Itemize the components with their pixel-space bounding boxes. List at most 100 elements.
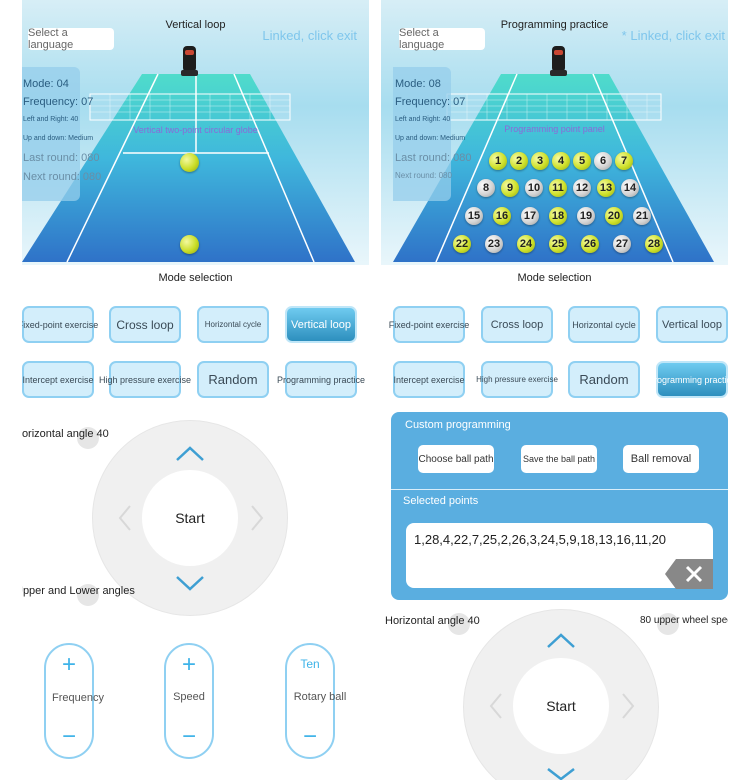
point-13-button[interactable]: 13 (597, 179, 615, 197)
wheel-speed-knob[interactable] (657, 613, 679, 635)
select-language-button[interactable]: Select a language (399, 27, 485, 51)
mode-random-button[interactable]: Random (568, 361, 640, 398)
court-view: Select a language Programming practice *… (381, 0, 728, 265)
custom-programming-panel: Custom programming Choose ball path Save… (391, 412, 728, 600)
mode-intercept-button[interactable]: Intercept exercise (393, 361, 465, 398)
up-down-readout: Up and down: Medium (395, 135, 466, 142)
mode-fixed-point-button[interactable]: Fixed-point exercise (22, 306, 98, 343)
point-14-button[interactable]: 14 (621, 179, 639, 197)
mode-high-pressure-button[interactable]: High pressure exercise (476, 361, 558, 398)
down-arrow-icon[interactable] (546, 766, 576, 780)
point-4-button[interactable]: 4 (552, 152, 570, 170)
point-18-button[interactable]: 18 (549, 207, 567, 225)
horizontal-angle-label: Horizontal angle 40 (385, 615, 480, 627)
horizontal-angle-knob[interactable] (77, 427, 99, 449)
court-mode-label: Vertical two-point circular globe (133, 125, 258, 135)
point-24-button[interactable]: 24 (517, 235, 535, 253)
start-button[interactable]: Start (142, 470, 238, 566)
point-25-button[interactable]: 25 (549, 235, 567, 253)
frequency-decrease-button[interactable]: − (61, 723, 76, 750)
mode-vertical-loop-button[interactable]: Vertical loop (656, 306, 728, 343)
mode-horizontal-cycle-button[interactable]: Horizontal cycle (197, 306, 269, 343)
last-round-readout: Last round: 080 (395, 152, 472, 164)
next-round-readout: Next round: 080 (395, 171, 452, 180)
select-language-button[interactable]: Select a language (28, 27, 114, 51)
point-2-button[interactable]: 2 (510, 152, 528, 170)
selected-points-field[interactable]: 1,28,4,22,7,25,2,26,3,24,5,9,18,13,16,11… (406, 523, 713, 589)
point-10-button[interactable]: 10 (525, 179, 543, 197)
point-8-button[interactable]: 8 (477, 179, 495, 197)
right-arrow-icon[interactable] (250, 504, 264, 532)
court-mode-label: Programming point panel (504, 124, 605, 134)
linked-exit-link[interactable]: Linked, click exit (262, 28, 357, 43)
point-22-button[interactable]: 22 (453, 235, 471, 253)
horizontal-angle-label: Horizontal angle 40 (22, 428, 109, 440)
point-6-button[interactable]: 6 (594, 152, 612, 170)
mode-cross-loop-button[interactable]: Cross loop (109, 306, 181, 343)
right-arrow-icon[interactable] (621, 692, 635, 720)
choose-ball-path-button[interactable]: Choose ball path (418, 445, 494, 473)
mode-high-pressure-button[interactable]: High pressure exercise (99, 361, 191, 398)
save-ball-path-button[interactable]: Save the ball path (521, 445, 597, 473)
custom-programming-heading: Custom programming (405, 419, 511, 431)
down-arrow-icon[interactable] (175, 574, 205, 592)
left-arrow-icon[interactable] (118, 504, 132, 532)
point-1-button[interactable]: 1 (489, 152, 507, 170)
mode-horizontal-cycle-button[interactable]: Horizontal cycle (568, 306, 640, 343)
up-arrow-icon[interactable] (175, 445, 205, 463)
ball-removal-button[interactable]: Ball removal (623, 445, 699, 473)
ball-machine-icon (181, 46, 198, 76)
point-26-button[interactable]: 26 (581, 235, 599, 253)
rotary-ball-stepper: Ten − (285, 643, 335, 759)
point-3-button[interactable]: 3 (531, 152, 549, 170)
status-panel (22, 67, 80, 201)
horizontal-angle-knob[interactable] (448, 613, 470, 635)
start-button[interactable]: Start (513, 658, 609, 754)
rotary-decrease-button[interactable]: − (302, 723, 317, 750)
point-7-button[interactable]: 7 (615, 152, 633, 170)
point-19-button[interactable]: 19 (577, 207, 595, 225)
point-9-button[interactable]: 9 (501, 179, 519, 197)
backspace-icon[interactable] (665, 559, 713, 589)
up-arrow-icon[interactable] (546, 632, 576, 650)
point-5-button[interactable]: 5 (573, 152, 591, 170)
right-screen: Select a language Programming practice *… (381, 0, 728, 780)
speed-increase-button[interactable]: + (181, 651, 196, 678)
selected-points-value: 1,28,4,22,7,25,2,26,3,24,5,9,18,13,16,11… (414, 532, 667, 547)
point-16-button[interactable]: 16 (493, 207, 511, 225)
vertical-angle-knob[interactable] (77, 584, 99, 606)
selected-points-heading: Selected points (403, 495, 479, 507)
mode-cross-loop-button[interactable]: Cross loop (481, 306, 553, 343)
mode-programming-button[interactable]: Programming practice (648, 361, 728, 398)
wheel-speed-label: 80 upper wheel speed (640, 615, 728, 626)
mode-intercept-button[interactable]: Intercept exercise (22, 361, 94, 398)
mode-vertical-loop-button[interactable]: Vertical loop (285, 306, 357, 343)
point-20-button[interactable]: 20 (605, 207, 623, 225)
point-28-button[interactable]: 28 (645, 235, 663, 253)
frequency-readout: Frequency: 07 (23, 96, 94, 108)
point-21-button[interactable]: 21 (633, 207, 651, 225)
point-23-button[interactable]: 23 (485, 235, 503, 253)
left-arrow-icon[interactable] (489, 692, 503, 720)
linked-exit-link[interactable]: * Linked, click exit (621, 28, 725, 43)
point-27-button[interactable]: 27 (613, 235, 631, 253)
mode-fixed-point-button[interactable]: Fixed-point exercise (389, 306, 469, 343)
point-11-button[interactable]: 11 (549, 179, 567, 197)
point-17-button[interactable]: 17 (521, 207, 539, 225)
mode-random-button[interactable]: Random (197, 361, 269, 398)
ball-machine-icon (550, 46, 567, 76)
left-screen: Select a language Vertical loop Linked, … (22, 0, 369, 780)
frequency-increase-button[interactable]: + (61, 651, 76, 678)
page-title: Vertical loop (165, 19, 226, 31)
mode-programming-button[interactable]: Programming practice (277, 361, 365, 398)
up-down-readout: Up and down: Medium (23, 135, 94, 142)
speed-label: Speed (173, 691, 205, 703)
point-15-button[interactable]: 15 (465, 207, 483, 225)
speed-stepper: + − (164, 643, 214, 759)
page-title: Programming practice (500, 19, 609, 31)
point-12-button[interactable]: 12 (573, 179, 591, 197)
left-right-readout: Left and Right: 40 (395, 116, 451, 123)
rotary-increase-button[interactable]: Ten (300, 657, 320, 671)
speed-decrease-button[interactable]: − (181, 723, 196, 750)
rotary-ball-label: Rotary ball (293, 691, 347, 703)
